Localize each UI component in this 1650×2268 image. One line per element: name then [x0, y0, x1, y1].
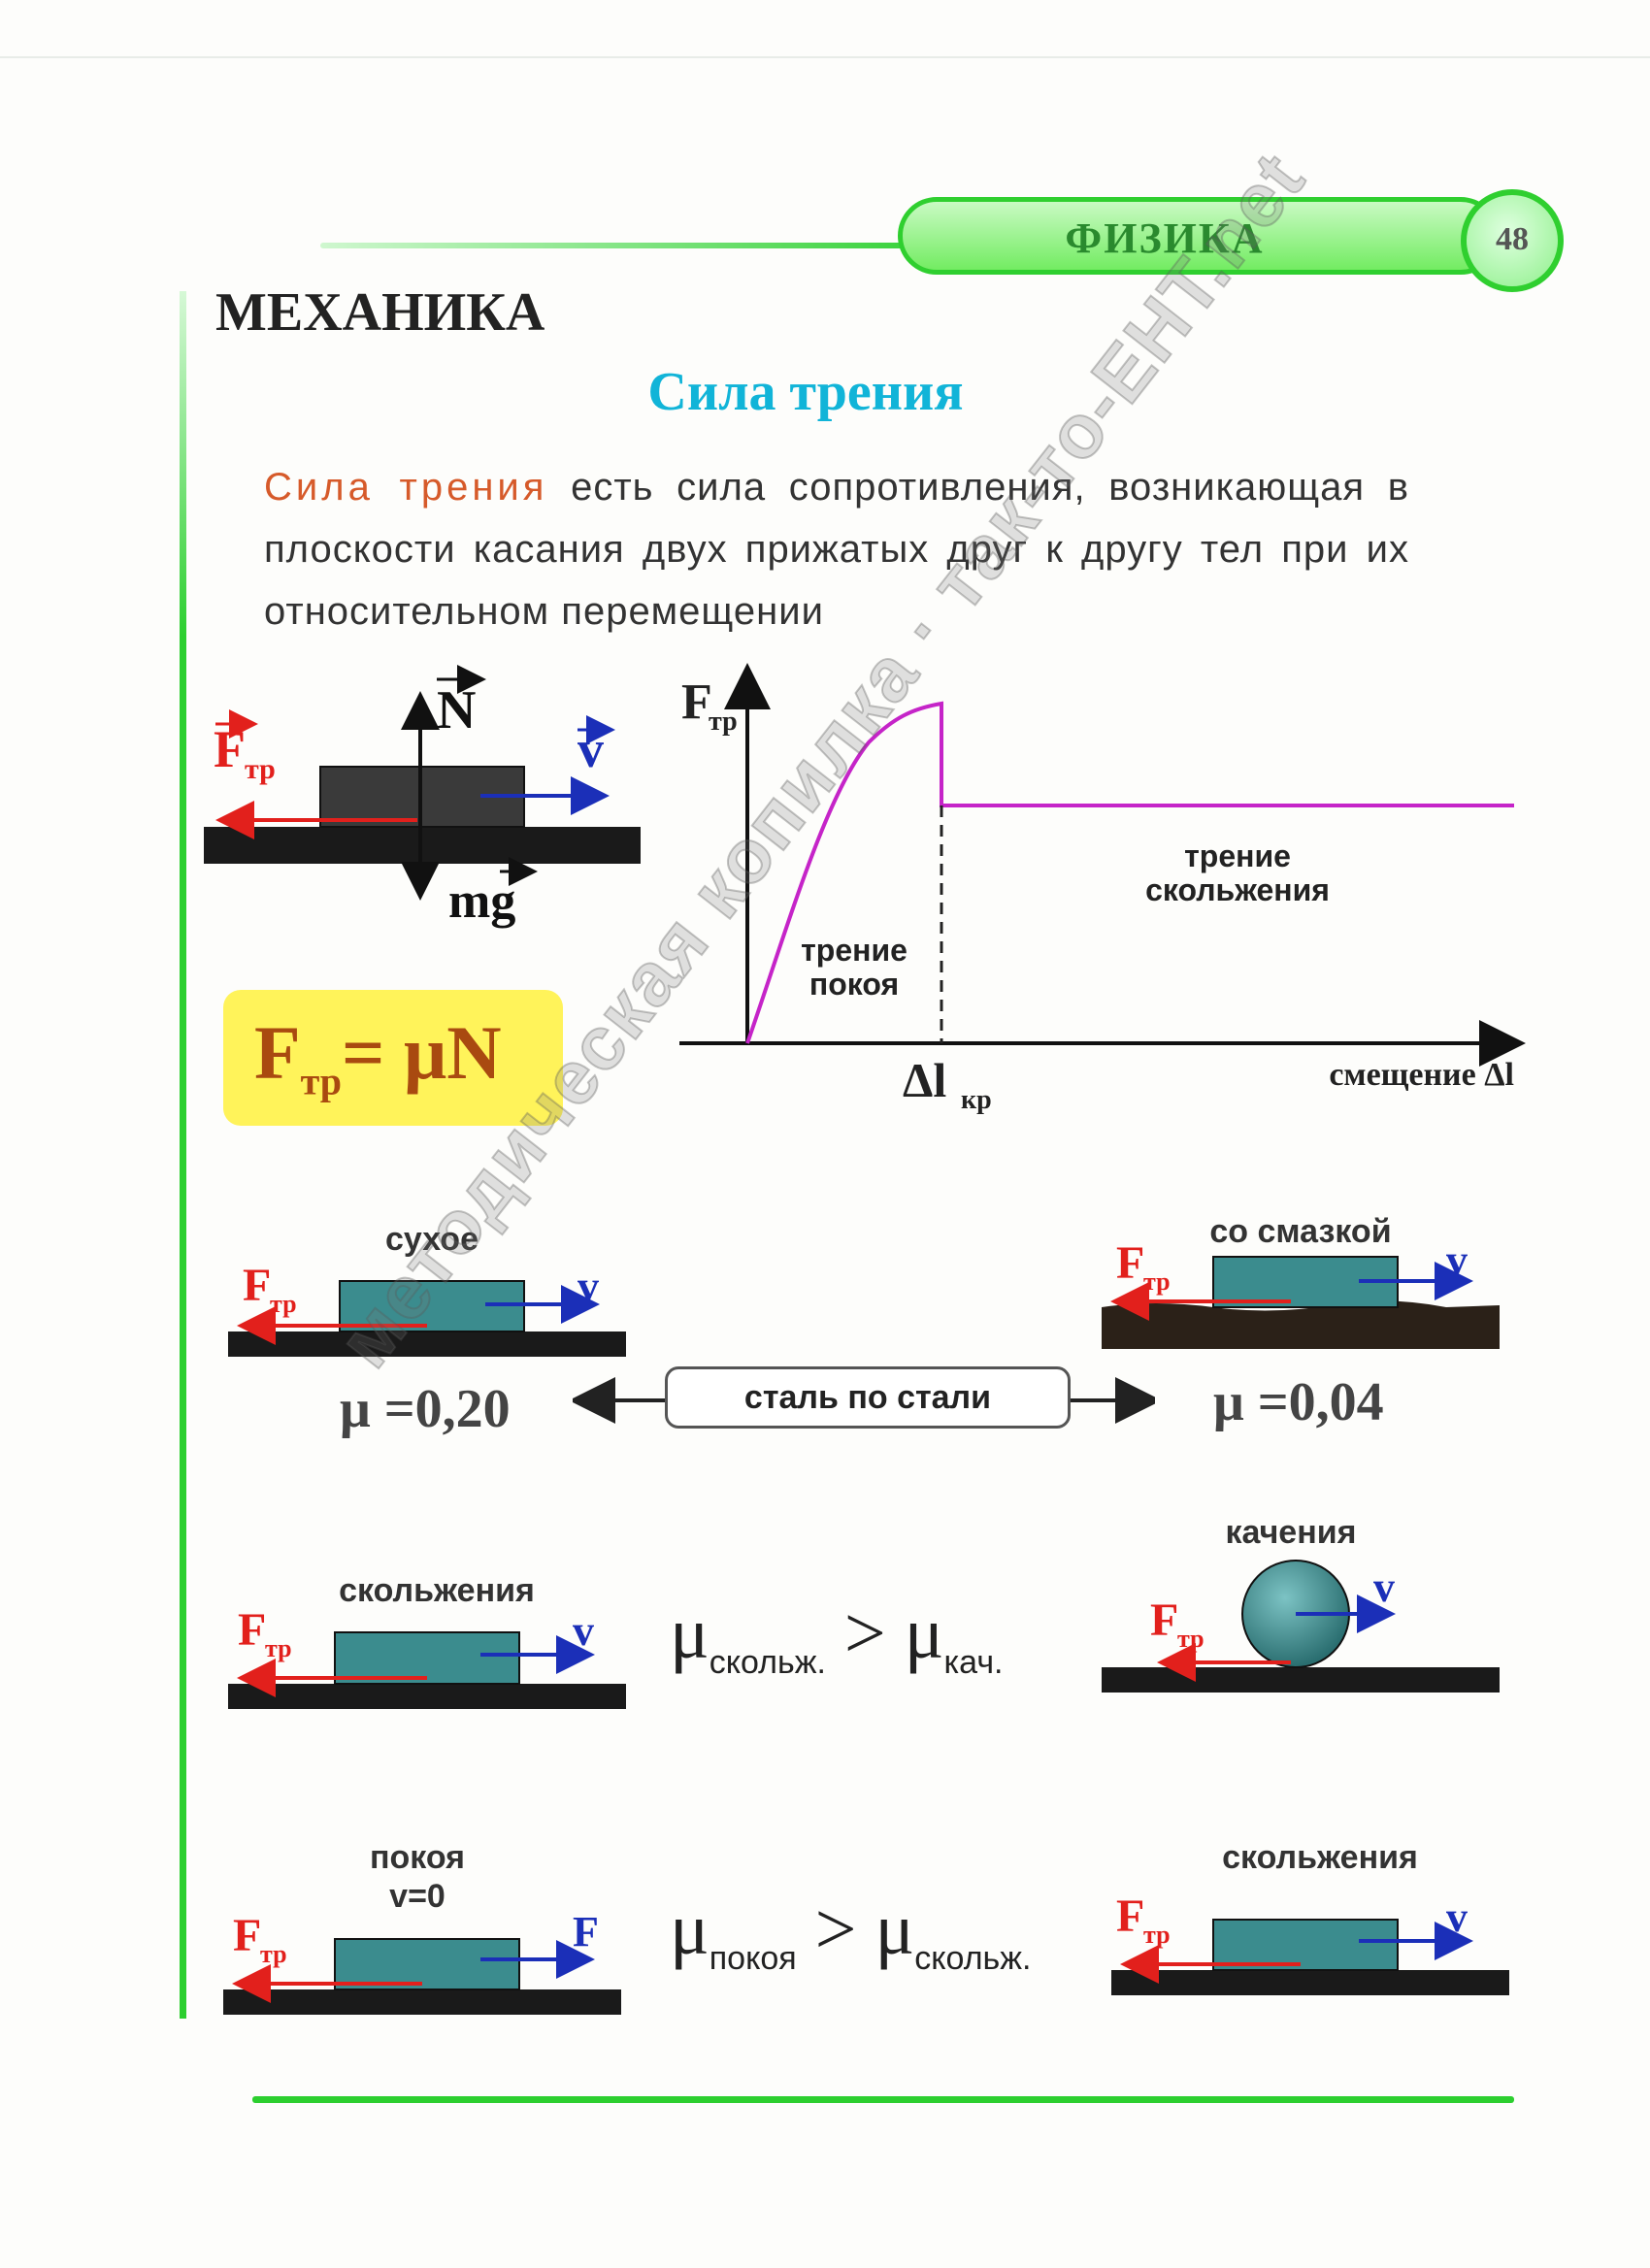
formula-box	[223, 990, 563, 1126]
svg-text:F: F	[243, 1260, 271, 1311]
dry-label: сухое	[385, 1221, 478, 1258]
svg-text:F: F	[1150, 1594, 1178, 1646]
weight-label: mg	[448, 873, 515, 929]
normal-label: N	[437, 680, 476, 740]
subject-tab: ФИЗИКА	[898, 197, 1500, 275]
footer-rule	[252, 2096, 1514, 2103]
svg-text:F: F	[1116, 1890, 1144, 1942]
svg-text:F: F	[1116, 1237, 1144, 1289]
sliding-label-2: скольжения	[1145, 872, 1330, 907]
sliding2-label: скольжения	[1222, 1839, 1418, 1876]
y-axis-sub: тр	[709, 707, 738, 737]
svg-text:тр: тр	[1143, 1921, 1171, 1949]
rest-velocity-label: v=0	[389, 1878, 446, 1915]
free-body-diagram: F тр v N mg	[204, 665, 641, 929]
critical-label: Δl	[903, 1053, 946, 1107]
x-axis-label: смещение Δl	[1329, 1057, 1514, 1093]
svg-text:тр: тр	[270, 1290, 297, 1318]
friction-curve	[745, 701, 1514, 1044]
page-number: 48	[1461, 189, 1564, 292]
svg-text:v: v	[1446, 1236, 1468, 1284]
rest-label: покоя	[369, 1839, 466, 1876]
section-heading: МЕХАНИКА	[215, 282, 545, 343]
applied-force-label: F	[573, 1908, 599, 1956]
sliding-diagram: F тр v	[228, 1604, 626, 1709]
rolling-diagram: F тр v	[1102, 1560, 1500, 1693]
svg-text:v: v	[1373, 1563, 1395, 1611]
sliding2-diagram: F тр v	[1111, 1890, 1509, 1995]
friction-label: F	[214, 720, 246, 778]
rest-diagram: F тр F	[223, 1908, 621, 2015]
svg-text:тр: тр	[265, 1634, 292, 1662]
friction-sub: тр	[245, 753, 276, 785]
svg-text:v: v	[573, 1607, 594, 1655]
left-margin-rule	[180, 291, 186, 2019]
svg-text:тр: тр	[1177, 1625, 1204, 1653]
mu-dry-value: μ =0,20	[340, 1379, 511, 1439]
svg-text:v: v	[578, 1263, 599, 1310]
page-title: Сила трения	[647, 362, 964, 422]
svg-text:v: v	[1446, 1893, 1468, 1941]
static-label-1: трение	[801, 933, 908, 968]
lubricated-label: со смазкой	[1209, 1213, 1392, 1250]
y-axis-label: F	[681, 674, 712, 730]
steel-on-steel-label: сталь по стали	[665, 1366, 1071, 1429]
sliding-label-1: трение	[1184, 838, 1291, 873]
dry-diagram: F тр v	[228, 1260, 626, 1357]
subject-label: ФИЗИКА	[1065, 214, 1265, 262]
svg-text:F: F	[233, 1910, 261, 1961]
page-top-edge	[0, 56, 1650, 58]
rolling-label: качения	[1225, 1514, 1357, 1551]
header-rule	[320, 243, 922, 248]
sliding-label: скольжения	[339, 1572, 535, 1609]
friction-graph: F тр Δl кр смещение Δl трение покоя трен…	[679, 663, 1526, 1115]
definition-body: есть сила сопротивления, возникающая в п…	[264, 466, 1409, 633]
definition-term: Сила трения	[264, 466, 548, 509]
svg-text:тр: тр	[260, 1940, 287, 1968]
definition-text: Сила трения есть сила сопротивления, воз…	[264, 456, 1409, 642]
lubricated-diagram: F тр v	[1102, 1236, 1500, 1349]
static-label-2: покоя	[809, 967, 899, 1002]
critical-sub: кр	[961, 1085, 992, 1115]
mu-sliding-vs-rolling: μскольж. > μкач.	[670, 1593, 1004, 1682]
mu-lubricated-value: μ =0,04	[1213, 1372, 1384, 1432]
friction-formula: Fтр= μN	[254, 1010, 502, 1103]
svg-text:тр: тр	[1143, 1267, 1171, 1296]
steel-arrows	[573, 1377, 1155, 1424]
mu-rest-vs-sliding: μпокоя > μскольж.	[670, 1889, 1032, 1978]
svg-text:F: F	[238, 1604, 266, 1656]
